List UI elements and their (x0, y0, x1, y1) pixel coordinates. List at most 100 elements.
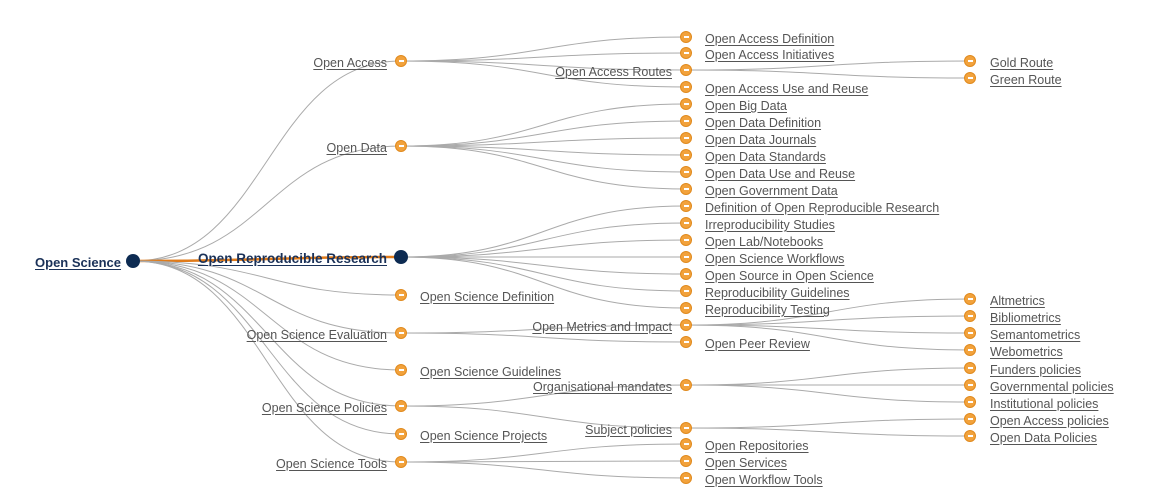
leaf-funders-policies[interactable]: Funders policies (990, 363, 1082, 377)
subbranch-subject-policies[interactable]: Subject policies (585, 423, 672, 437)
node-open-repositories[interactable] (680, 438, 692, 450)
branch-open-reproducible-research[interactable]: Open Reproducible Research (197, 251, 387, 266)
node-organisational-mandates[interactable] (680, 379, 692, 391)
leaf-open-data-definition[interactable]: Open Data Definition (705, 116, 822, 130)
node-funders-policies[interactable] (964, 362, 976, 374)
node-open-science-definition[interactable] (395, 289, 407, 301)
node-open-data-standards[interactable] (680, 149, 692, 161)
leaf-open-access-use-and-reuse[interactable]: Open Access Use and Reuse (705, 82, 869, 96)
leaf-green-route[interactable]: Green Route (990, 73, 1062, 87)
link-open-science-guidelines (132, 260, 402, 371)
node-open-access-initiatives[interactable] (680, 47, 692, 59)
node-open-science-tools[interactable] (395, 456, 407, 468)
link-open-access (132, 60, 402, 262)
node-open-access-routes[interactable] (680, 64, 692, 76)
leaf-open-access-policies[interactable]: Open Access policies (990, 414, 1109, 428)
link-semantometrics (685, 324, 971, 334)
node-open-data-policies[interactable] (964, 430, 976, 442)
node-open-science-evaluation[interactable] (395, 327, 407, 339)
leaf-altmetrics[interactable]: Altmetrics (990, 294, 1045, 308)
leaf-semantometrics[interactable]: Semantometrics (990, 328, 1081, 342)
link-open-big-data (400, 103, 687, 147)
leaf-bibliometrics[interactable]: Bibliometrics (990, 311, 1061, 325)
leaf-gold-route[interactable]: Gold Route (990, 56, 1054, 70)
leaf-open-government-data[interactable]: Open Government Data (705, 184, 838, 198)
node-semantometrics[interactable] (964, 327, 976, 339)
leaf-open-science-workflows[interactable]: Open Science Workflows (705, 252, 845, 266)
node-open-data-definition[interactable] (680, 115, 692, 127)
node-open-data[interactable] (395, 140, 407, 152)
node-open-access-policies[interactable] (964, 413, 976, 425)
node-subject-policies[interactable] (680, 422, 692, 434)
node-open-services[interactable] (680, 455, 692, 467)
leaf-open-repositories[interactable]: Open Repositories (705, 439, 809, 453)
node-irreproducibility-studies[interactable] (680, 217, 692, 229)
link-open-science-projects (132, 260, 402, 435)
branch-open-science-definition[interactable]: Open Science Definition (420, 290, 555, 304)
leaf-webometrics[interactable]: Webometrics (990, 345, 1063, 359)
branch-open-access[interactable]: Open Access (313, 56, 387, 70)
link-funders-policies (685, 367, 971, 386)
link-open-access-use-and-reuse (400, 60, 687, 88)
branch-open-science-evaluation[interactable]: Open Science Evaluation (246, 328, 387, 342)
node-open-access-use-and-reuse[interactable] (680, 81, 692, 93)
leaf-governmental-policies[interactable]: Governmental policies (990, 380, 1114, 394)
leaf-open-access-initiatives[interactable]: Open Access Initiatives (705, 48, 835, 62)
leaf-open-access-definition[interactable]: Open Access Definition (705, 32, 835, 46)
leaf-reproducibility-guidelines[interactable]: Reproducibility Guidelines (705, 286, 850, 300)
leaf-open-source-in-open-science[interactable]: Open Source in Open Science (705, 269, 874, 283)
node-webometrics[interactable] (964, 344, 976, 356)
node-open-science-policies[interactable] (395, 400, 407, 412)
branch-open-science-guidelines[interactable]: Open Science Guidelines (420, 365, 562, 379)
subbranch-open-access-routes[interactable]: Open Access Routes (555, 65, 672, 79)
subbranch-open-metrics-and-impact[interactable]: Open Metrics and Impact (532, 320, 672, 334)
node-open-big-data[interactable] (680, 98, 692, 110)
node-governmental-policies[interactable] (964, 379, 976, 391)
subbranch-organisational-mandates[interactable]: Organisational mandates (533, 380, 672, 394)
leaf-open-data-journals[interactable]: Open Data Journals (705, 133, 817, 147)
leaf-open-data-policies[interactable]: Open Data Policies (990, 431, 1098, 445)
node-open-source-in-open-science[interactable] (680, 268, 692, 280)
node-bibliometrics[interactable] (964, 310, 976, 322)
leaf-institutional-policies[interactable]: Institutional policies (990, 397, 1099, 411)
root-node[interactable] (126, 254, 140, 268)
branch-open-science-tools[interactable]: Open Science Tools (276, 457, 387, 471)
leaf-irreproducibility-studies[interactable]: Irreproducibility Studies (705, 218, 835, 232)
node-open-science-guidelines[interactable] (395, 364, 407, 376)
node-open-data-journals[interactable] (680, 132, 692, 144)
node-open-data-use-and-reuse[interactable] (680, 166, 692, 178)
node-institutional-policies[interactable] (964, 396, 976, 408)
node-open-access-definition[interactable] (680, 31, 692, 43)
node-open-science-projects[interactable] (395, 428, 407, 440)
leaf-open-data-use-and-reuse[interactable]: Open Data Use and Reuse (705, 167, 856, 181)
node-altmetrics[interactable] (964, 293, 976, 305)
link-open-science-definition (132, 260, 402, 296)
branch-open-data[interactable]: Open Data (326, 141, 387, 155)
node-reproducibility-guidelines[interactable] (680, 285, 692, 297)
leaf-open-workflow-tools[interactable]: Open Workflow Tools (705, 473, 823, 487)
link-open-reproducible-research (132, 255, 402, 263)
leaf-reproducibility-testing[interactable]: Reproducibility Testing (705, 303, 830, 317)
branch-open-science-projects[interactable]: Open Science Projects (420, 429, 548, 443)
node-open-reproducible-research[interactable] (394, 250, 408, 264)
leaf-open-lab-notebooks[interactable]: Open Lab/Notebooks (705, 235, 824, 249)
node-reproducibility-testing[interactable] (680, 302, 692, 314)
node-open-government-data[interactable] (680, 183, 692, 195)
leaf-open-big-data[interactable]: Open Big Data (705, 99, 787, 113)
node-open-lab-notebooks[interactable] (680, 234, 692, 246)
node-gold-route[interactable] (964, 55, 976, 67)
node-open-science-workflows[interactable] (680, 251, 692, 263)
leaf-open-peer-review[interactable]: Open Peer Review (705, 337, 810, 351)
node-definition-of-open-reproducible-research[interactable] (680, 200, 692, 212)
node-green-route[interactable] (964, 72, 976, 84)
node-open-workflow-tools[interactable] (680, 472, 692, 484)
branch-open-science-policies[interactable]: Open Science Policies (261, 401, 387, 415)
leaf-definition-of-open-reproducible-research[interactable]: Definition of Open Reproducible Research (705, 201, 940, 215)
node-open-peer-review[interactable] (680, 336, 692, 348)
leaf-open-services[interactable]: Open Services (705, 456, 787, 470)
node-open-access[interactable] (395, 55, 407, 67)
leaf-open-data-standards[interactable]: Open Data Standards (705, 150, 826, 164)
root-label-open-science[interactable]: Open Science (35, 255, 121, 270)
node-open-metrics-and-impact[interactable] (680, 319, 692, 331)
